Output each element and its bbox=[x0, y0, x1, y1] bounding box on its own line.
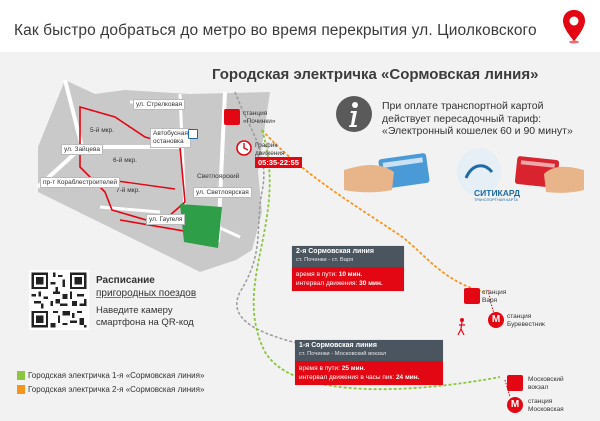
station-label-varya: станция Варя bbox=[482, 289, 507, 304]
qr-code[interactable] bbox=[29, 270, 89, 330]
train-icon bbox=[464, 288, 480, 304]
header: Как быстро добраться до метро во время п… bbox=[0, 0, 600, 52]
bus-stop-label: Автобусная остановка bbox=[150, 128, 191, 148]
street-label: ул. Стрелковая bbox=[133, 99, 186, 110]
qr-title: Расписание bbox=[96, 275, 155, 286]
pedestrian-icon bbox=[457, 318, 465, 336]
metro-icon: M bbox=[488, 312, 504, 328]
qr-subtitle: пригородных поездов bbox=[96, 288, 197, 299]
park-area bbox=[180, 204, 222, 248]
station-label-moskovsky-vokzal: Московский вокзал bbox=[528, 376, 564, 391]
schedule-label: График движения bbox=[255, 142, 285, 157]
district-label: 5-й мкр. bbox=[90, 127, 114, 134]
legend-swatch-green bbox=[17, 371, 25, 380]
schedule-time: 05:35-22:55 bbox=[255, 157, 302, 168]
district-label: 6-й мкр. bbox=[113, 157, 137, 164]
bus-stop-icon bbox=[188, 129, 198, 139]
train-icon bbox=[224, 109, 240, 125]
page-title: Как быстро добраться до метро во время п… bbox=[14, 22, 537, 39]
route-card-body: время в пути: 10 мин. интервал движения:… bbox=[292, 266, 404, 291]
route-card-line-1: 1-я Сормовская линия ст. Починки - Моско… bbox=[295, 340, 443, 385]
route-line-1 bbox=[252, 129, 501, 391]
route-map bbox=[36, 79, 511, 398]
route-segment: ст. Починки - ст. Варя bbox=[296, 256, 354, 263]
line-subtitle: Городская электричка «Сормовская линия» bbox=[212, 66, 539, 83]
citicard-tagline: ТРАНСПОРТНАЯ КАРТА bbox=[474, 198, 518, 202]
interval: интервал движения в часы пик: 24 мин. bbox=[299, 373, 420, 381]
district-label: 7-й мкр. bbox=[116, 187, 140, 194]
fare-line-1: При оплате транспортной картой bbox=[382, 100, 544, 112]
street-label: ул. Гаугеля bbox=[146, 214, 186, 225]
info-icon bbox=[336, 96, 372, 132]
travel-time: время в пути: 25 мин. bbox=[299, 364, 366, 372]
interval: интервал движения: 30 мин. bbox=[296, 279, 383, 287]
legend-swatch-orange bbox=[17, 385, 25, 394]
fare-info: При оплате транспортной картой действует… bbox=[382, 100, 592, 138]
street-label: ул. Зайцева bbox=[61, 144, 103, 155]
route-card-line-2: 2-я Сормовская линия ст. Починки - ст. В… bbox=[292, 246, 404, 291]
route-segment: ст. Починки - Московский вокзал bbox=[299, 350, 387, 357]
street-label: пр-т Кораблестроителей bbox=[40, 177, 120, 188]
citicard-logo-text: СИТИКАРД bbox=[474, 188, 521, 198]
clock-icon bbox=[236, 140, 252, 156]
metro-icon: M bbox=[507, 397, 523, 413]
route-card-header: 1-я Сормовская линия ст. Починки - Моско… bbox=[295, 340, 443, 361]
location-pin-icon bbox=[563, 10, 585, 44]
legend-label: Городская электричка 2-я «Сормовская лин… bbox=[28, 385, 205, 394]
station-label-pochinki: станция «Починки» bbox=[243, 110, 276, 125]
transport-cards-illustration bbox=[344, 148, 584, 196]
route-name: 1-я Сормовская линия bbox=[299, 342, 377, 349]
route-name: 2-я Сормовская линия bbox=[296, 248, 374, 255]
travel-time: время в пути: 10 мин. bbox=[296, 270, 363, 278]
fare-line-2: действует пересадочный тариф: bbox=[382, 112, 542, 125]
legend-label: Городская электричка 1-я «Сормовская лин… bbox=[28, 371, 205, 380]
fare-line-3: «Электронный кошелек 60 и 90 минут» bbox=[382, 125, 573, 137]
qr-help-text: Наведите камеру смартфона на QR-код bbox=[96, 305, 194, 328]
station-label-moskovskaya: станция Московская bbox=[528, 398, 564, 413]
route-card-body: время в пути: 25 мин. интервал движения … bbox=[295, 360, 443, 385]
station-label-burevestnik: станция Буревестник bbox=[507, 313, 545, 328]
route-card-header: 2-я Сормовская линия ст. Починки - ст. В… bbox=[292, 246, 404, 267]
train-icon bbox=[507, 375, 523, 391]
district-label: Светлоярский bbox=[197, 173, 240, 180]
street-label: ул. Светлоярская bbox=[193, 187, 252, 198]
